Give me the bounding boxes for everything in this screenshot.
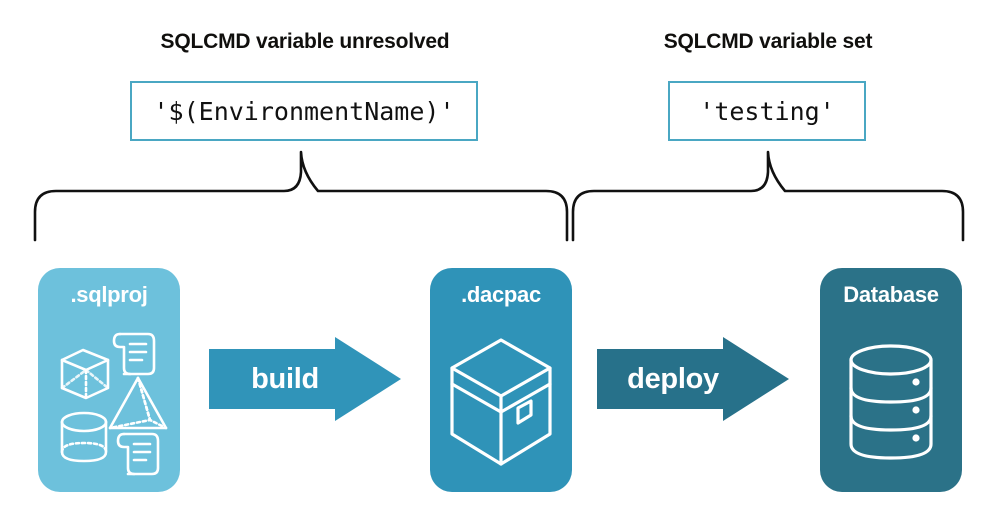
cube-icon	[60, 348, 110, 400]
card-sqlproj[interactable]: .sqlproj	[38, 268, 180, 492]
card-dacpac-label: .dacpac	[461, 282, 541, 307]
brace-right	[571, 150, 965, 242]
card-sqlproj-label: .sqlproj	[70, 282, 148, 307]
cylinder-icon	[60, 411, 108, 463]
script-scroll-icon	[112, 332, 156, 376]
brace-left	[33, 150, 569, 242]
card-database[interactable]: Database	[820, 268, 962, 492]
script-scroll-icon	[116, 432, 160, 476]
arrow-build-shape	[209, 337, 401, 421]
code-box-testing: 'testing'	[668, 81, 866, 141]
arrow-deploy: deploy	[597, 337, 789, 421]
code-box-environment-name: '$(EnvironmentName)'	[130, 81, 478, 141]
card-database-label: Database	[843, 282, 939, 307]
database-cylinder-icon	[849, 344, 933, 460]
database-artwork	[849, 344, 933, 460]
heading-sqlcmd-variable-set: SQLCMD variable set	[663, 30, 873, 53]
card-dacpac[interactable]: .dacpac	[430, 268, 572, 492]
package-box-icon	[450, 338, 552, 466]
dacpac-artwork	[450, 338, 552, 466]
arrow-build: build	[209, 337, 401, 421]
pyramid-icon	[108, 376, 168, 430]
heading-sqlcmd-variable-unresolved: SQLCMD variable unresolved	[160, 30, 450, 53]
sqlproj-artwork	[60, 332, 168, 476]
arrow-deploy-shape	[597, 337, 789, 421]
